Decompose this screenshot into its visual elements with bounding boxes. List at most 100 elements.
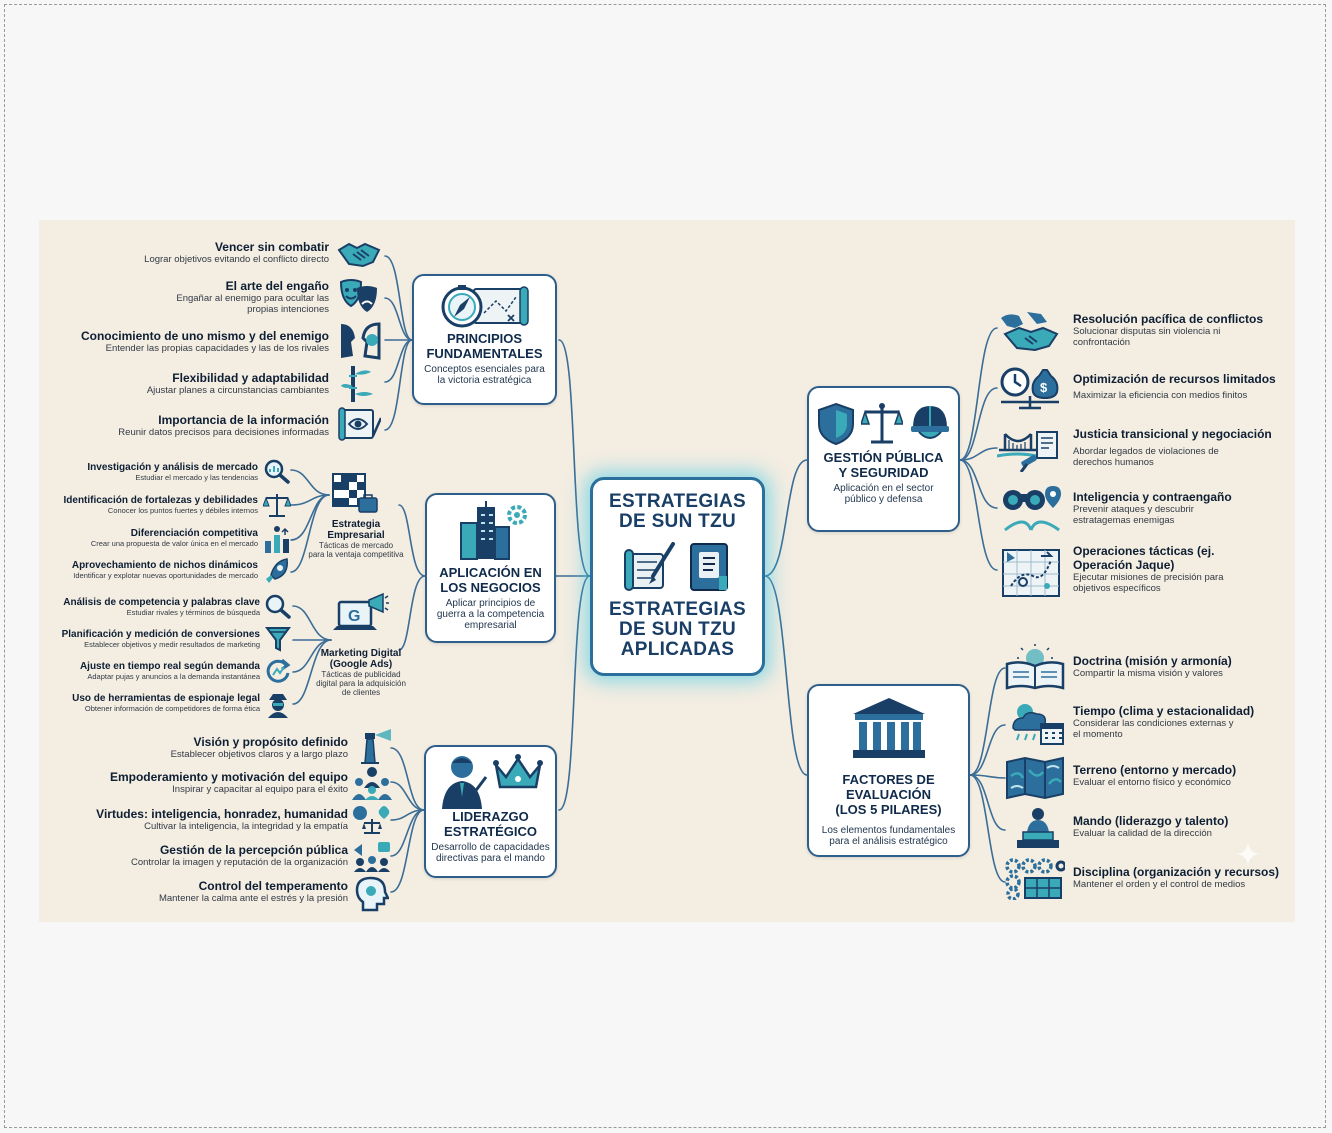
gestion-item-4: Inteligencia y contraengaño Prevenir ata… [1073, 490, 1293, 526]
scale-icon [263, 492, 291, 518]
marketing-item-4: Uso de herramientas de espionaje legal O… [39, 693, 260, 713]
item-desc: Evaluar la calidad de la dirección [1073, 828, 1212, 839]
item-desc: Reunir datos precisos para decisiones in… [118, 427, 329, 438]
item-title: Planificación y medición de conversiones [61, 629, 260, 640]
item-title: Inteligencia y contraengaño [1073, 490, 1232, 504]
factores-subtitle: Los elementos fundamentales para el anál… [821, 825, 956, 847]
funnel-icon [265, 624, 291, 652]
item-desc: Estudiar el mercado y las tendencias [135, 473, 258, 482]
liderazgo-box: LIDERAZGO ESTRATÉGICO Desarrollo de capa… [424, 745, 557, 878]
svg-text:G: G [348, 608, 360, 625]
item-desc: Abordar legados de violaciones de derech… [1073, 446, 1219, 468]
terrain-map-icon [1005, 756, 1065, 800]
weather-calendar-icon [1005, 700, 1065, 746]
item-desc: Considerar las condiciones externas y el… [1073, 718, 1234, 740]
empresarial-desc: Tácticas de mercado para la ventaja comp… [308, 541, 404, 559]
gestion-title: GESTIÓN PÚBLICA Y SEGURIDAD [823, 450, 944, 480]
liderazgo-item-3: Virtudes: inteligencia, honradez, humani… [39, 807, 348, 832]
marketing-desc: Tácticas de publicidad digital para la a… [316, 670, 406, 697]
binoculars-icon [1001, 484, 1063, 532]
item-title: Operaciones tácticas (ej. Operación Jaqu… [1073, 544, 1215, 572]
mind-map-canvas: ESTRATEGIAS DE SUN TZU [39, 220, 1295, 922]
factores-item-4: Mando (liderazgo y talento) Evaluar la c… [1073, 814, 1293, 839]
item-title: Justicia transicional y negociación [1073, 427, 1272, 441]
pillars-icon [849, 696, 929, 760]
empresarial-subhead: Estrategia Empresarial Tácticas de merca… [296, 519, 416, 559]
item-desc: Prevenir ataques y descubrir estratagema… [1073, 504, 1194, 526]
sparkle-icon [1234, 840, 1262, 868]
spy-icon [265, 690, 291, 718]
item-desc: Engañar al enemigo para ocultar las prop… [176, 293, 329, 315]
item-desc: Establecer objetivos claros y a largo pl… [170, 749, 348, 760]
gestion-subtitle: Aplicación en el sector público y defens… [833, 483, 934, 505]
bamboo-icon [341, 364, 375, 404]
theater-masks-icon [337, 278, 381, 314]
refresh-icon [264, 657, 292, 685]
magnifier-chart-icon [263, 458, 291, 484]
item-title: Doctrina (misión y armonía) [1073, 654, 1232, 668]
handshake-icon [337, 238, 381, 270]
item-title: Diferenciación competitiva [130, 528, 258, 539]
item-title: Análisis de competencia y palabras clave [63, 597, 260, 608]
principio-item-4: Flexibilidad y adaptabilidad Ajustar pla… [49, 371, 329, 396]
marketing-subhead: Marketing Digital (Google Ads) Tácticas … [301, 648, 421, 697]
book-icon [685, 540, 733, 594]
item-desc: Establecer objetivos y medir resultados … [84, 640, 260, 649]
item-desc: Cultivar la inteligencia, la integridad … [144, 821, 348, 832]
item-title: Aprovechamiento de nichos dinámicos [71, 560, 258, 571]
marketing-item-3: Ajuste en tiempo real según demanda Adap… [39, 661, 260, 681]
podium-leader-icon [1015, 806, 1061, 850]
empresarial-item-3: Diferenciación competitiva Crear una pro… [39, 528, 258, 548]
empresarial-item-1: Investigación y análisis de mercado Estu… [39, 462, 258, 482]
item-desc: Controlar la imagen y reputación de la o… [130, 857, 348, 868]
page-frame [4, 4, 1326, 1128]
item-desc: Conocer los puntos fuertes y débiles int… [107, 506, 258, 515]
rocket-icon [265, 557, 291, 585]
gestion-item-3: Justicia transicional y negociación Abor… [1073, 427, 1293, 468]
scroll-brush-icon [623, 540, 681, 594]
item-desc: Solucionar disputas sin violencia ni con… [1073, 326, 1221, 348]
principio-item-5: Importancia de la información Reunir dat… [49, 413, 329, 438]
principios-box: PRINCIPIOS FUNDAMENTALES Conceptos esenc… [412, 274, 557, 405]
tactical-map-icon [1001, 546, 1061, 598]
liderazgo-item-1: Visión y propósito definido Establecer o… [48, 735, 348, 760]
item-desc: Crear una propuesta de valor única en el… [90, 539, 258, 548]
item-title: Mando (liderazgo y talento) [1073, 814, 1229, 828]
chess-briefcase-icon [331, 472, 379, 516]
item-desc: Identificar y explotar nuevas oportunida… [73, 571, 258, 580]
item-desc: Mantener la calma ante el estrés y la pr… [158, 893, 348, 904]
principios-title: PRINCIPIOS FUNDAMENTALES [426, 331, 543, 361]
item-desc: Maximizar la eficiencia con medios finit… [1073, 390, 1248, 401]
team-icon [352, 766, 392, 800]
central-title: ESTRATEGIAS DE SUN TZU [608, 491, 746, 532]
magnifier-icon [264, 593, 292, 619]
item-title: Terreno (entorno y mercado) [1073, 763, 1237, 777]
negocios-title: APLICACIÓN EN LOS NEGOCIOS [439, 565, 542, 595]
principio-item-2: El arte del engaño Engañar al enemigo pa… [49, 279, 329, 315]
empresarial-item-4: Aprovechamiento de nichos dinámicos Iden… [39, 560, 258, 580]
shield-icon [817, 402, 855, 446]
clock-money-icon: $ [999, 366, 1061, 410]
factores-item-5: Disciplina (organización y recursos) Man… [1073, 865, 1293, 890]
empresarial-title: Estrategia Empresarial [327, 519, 385, 541]
leader-icon [438, 753, 488, 809]
item-title: Empoderamiento y motivación del equipo [109, 770, 348, 784]
justice-scale-icon [860, 402, 903, 446]
item-desc: Estudiar rivales y términos de búsqueda [126, 608, 260, 617]
liderazgo-item-4: Gestión de la percepción pública Control… [48, 843, 348, 868]
liderazgo-item-2: Empoderamiento y motivación del equipo I… [39, 770, 348, 795]
compass-map-icon [440, 283, 530, 329]
liderazgo-title: LIDERAZGO ESTRATÉGICO [444, 809, 537, 839]
svg-text:$: $ [1040, 380, 1048, 395]
gestion-item-5: Operaciones tácticas (ej. Operación Jaqu… [1073, 544, 1293, 594]
item-title: Uso de herramientas de espionaje legal [72, 693, 260, 704]
faces-profile-icon [337, 322, 383, 360]
negocios-subtitle: Aplicar principios de guerra a la compet… [436, 598, 545, 631]
marketing-item-2: Planificación y medición de conversiones… [39, 629, 260, 649]
item-desc: Inspirar y capacitar al equipo para el é… [172, 784, 348, 795]
liderazgo-subtitle: Desarrollo de capacidades directivas par… [431, 842, 550, 864]
item-title: Ajuste en tiempo real según demanda [79, 661, 260, 672]
marketing-title: Marketing Digital (Google Ads) [320, 648, 402, 670]
gestion-box: GESTIÓN PÚBLICA Y SEGURIDAD Aplicación e… [807, 386, 960, 532]
gears-grid-icon [1005, 858, 1065, 900]
